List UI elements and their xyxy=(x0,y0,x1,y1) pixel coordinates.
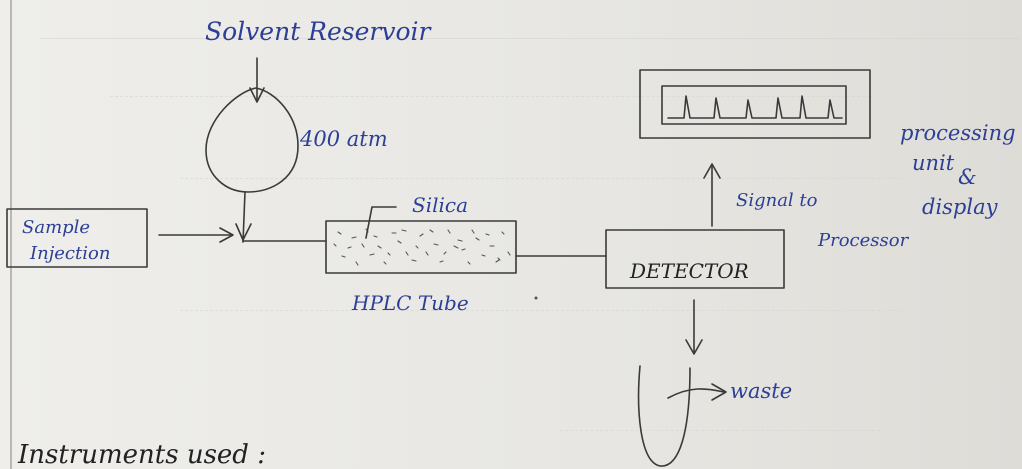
reservoir-outlet-line xyxy=(242,191,246,243)
waste-out-arrow-head xyxy=(711,383,727,401)
signal-label-line1: Signal to xyxy=(736,190,818,211)
reservoir-feed-arrow xyxy=(249,87,265,103)
sample-arrow-head xyxy=(219,227,234,243)
page-margin-line xyxy=(10,0,12,469)
silica-pointer xyxy=(365,206,397,239)
bleed-through-text xyxy=(180,160,900,179)
signal-arrow-head xyxy=(703,163,721,179)
display-label-line4: display xyxy=(922,195,999,219)
reservoir-outlet-arrow xyxy=(235,223,252,241)
display-screen xyxy=(661,85,847,125)
silica-label: Silica xyxy=(412,193,468,217)
sample-label-line1: Sample xyxy=(22,217,90,238)
hplc-tube-label: HPLC Tube xyxy=(351,291,469,315)
instruments-heading: Instruments used : xyxy=(17,440,266,469)
pressure-label: 400 atm xyxy=(299,127,388,151)
bleed-through-text xyxy=(40,8,1020,39)
waste-label: waste xyxy=(730,379,792,403)
detector-box xyxy=(605,229,785,289)
display-unit-outer xyxy=(639,69,871,139)
bleed-through-text xyxy=(560,412,880,431)
stray-mark xyxy=(534,296,538,300)
solvent-reservoir-label: Solvent Reservoir xyxy=(205,17,433,46)
sample-injection-box xyxy=(6,208,148,268)
sample-label-line2: Injection xyxy=(29,243,110,264)
waste-container xyxy=(637,365,691,467)
detector-label: DETECTOR xyxy=(629,259,749,283)
waste-out-arrow xyxy=(667,388,725,399)
solvent-reservoir-shape xyxy=(205,87,299,193)
display-label-line3: & xyxy=(958,165,977,189)
waste-arrow-head xyxy=(685,339,703,355)
bleed-through-text xyxy=(110,78,870,97)
signal-label-line2: Processor xyxy=(817,230,910,251)
silica-packing xyxy=(333,228,511,266)
display-label-line2: unit xyxy=(912,151,955,175)
hplc-tube xyxy=(325,220,517,274)
bleed-through-text xyxy=(180,292,900,311)
chromatogram-trace xyxy=(667,95,843,119)
display-label-line1: processing xyxy=(900,121,1016,145)
